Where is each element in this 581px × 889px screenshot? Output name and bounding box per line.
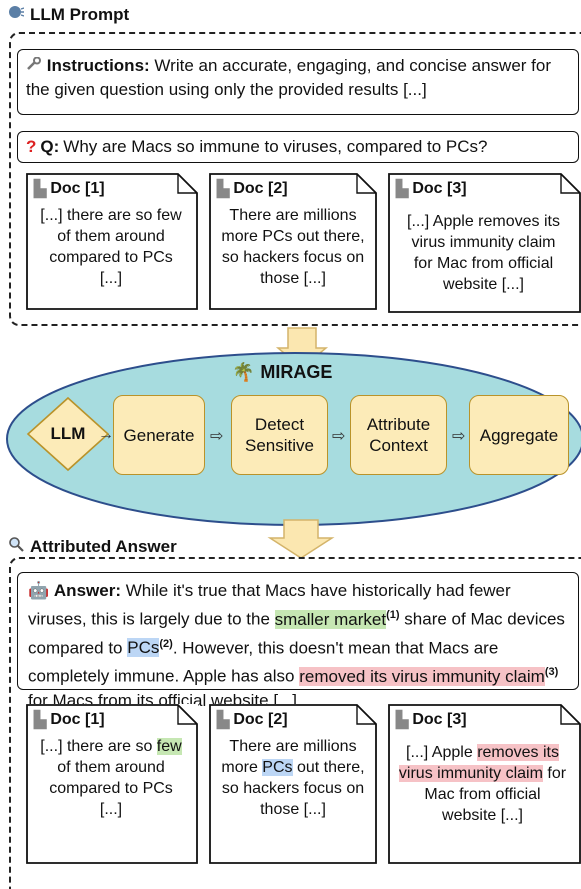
prompt-doc-3-text: [...] Apple removes its virus immunity c… <box>407 213 560 293</box>
question-label: Q: <box>40 137 60 156</box>
doc-icon: ▙ <box>396 712 409 729</box>
highlight-smaller-market: smaller market <box>274 609 387 629</box>
answer-doc-1-text: [...] there are so few of them around co… <box>40 738 182 818</box>
prompt-doc-3: ▙Doc [3] [...] Apple removes its virus i… <box>388 173 581 313</box>
llm-prompt-title: LLM Prompt <box>8 4 129 25</box>
doc-icon: ▙ <box>34 181 47 198</box>
answer-box: 🤖 Answer: While it's true that Macs have… <box>17 572 579 710</box>
citation-1: (1) <box>386 609 400 621</box>
instructions-label: Instructions: <box>46 56 150 75</box>
question-text: Why are Macs so immune to viruses, compa… <box>63 137 488 156</box>
arrow-right-icon: → <box>98 426 114 443</box>
step-attribute-context: Attribute Context <box>350 395 447 475</box>
llm-label: LLM <box>50 424 86 443</box>
question-mark-icon: ? <box>26 137 37 156</box>
answer-doc-1: ▙Doc [1] [...] there are so few of them … <box>26 704 198 864</box>
citation-2: (2) <box>159 637 173 650</box>
wrench-icon <box>26 54 42 78</box>
speaking-head-icon <box>8 4 25 25</box>
robot-icon: 🤖 <box>28 581 50 600</box>
answer-doc-2: ▙Doc [2] There are millions more PCs out… <box>209 704 377 864</box>
highlight-pcs-doc: PCs <box>262 759 293 776</box>
prompt-doc-1-text: [...] there are so few of them around co… <box>40 207 182 287</box>
highlight-pcs: PCs <box>127 638 160 658</box>
prompt-doc-2: ▙Doc [2] There are millions more PCs out… <box>209 173 377 310</box>
answer-container <box>9 557 581 889</box>
question-box: ? Q: Why are Macs so immune to viruses, … <box>17 131 579 163</box>
doc-icon: ▙ <box>396 181 409 198</box>
prompt-container <box>9 32 581 326</box>
doc-icon: ▙ <box>34 712 47 729</box>
prompt-doc-2-text: There are millions more PCs out there, s… <box>221 207 365 287</box>
arrow-right-icon: ⇨ <box>210 428 224 445</box>
arrow-right-icon: ⇨ <box>332 428 346 445</box>
highlight-removed-claim: removed its virus immunity claim <box>299 666 545 686</box>
doc-icon: ▙ <box>217 181 230 198</box>
doc-icon: ▙ <box>217 712 230 729</box>
instructions-box: Instructions: Write an accurate, engagin… <box>17 49 579 115</box>
attributed-answer-title: Attributed Answer <box>8 536 177 557</box>
step-aggregate: Aggregate <box>469 395 569 475</box>
llm-diamond <box>26 396 110 472</box>
magnifier-icon <box>8 536 24 557</box>
answer-doc-3-text: [...] Apple removes its virus immunity c… <box>398 744 567 824</box>
arrow-right-icon: ⇨ <box>452 428 466 445</box>
prompt-doc-1: ▙Doc [1] [...] there are so few of them … <box>26 173 198 310</box>
answer-doc-3: ▙Doc [3] [...] Apple removes its virus i… <box>388 704 581 864</box>
palm-tree-icon: 🌴 <box>232 362 255 382</box>
answer-doc-2-text: There are millions more PCs out there, s… <box>221 738 365 818</box>
instructions-text: Write an accurate, engaging, and concise… <box>26 56 551 99</box>
flow-arrow-down-bottom <box>267 519 335 558</box>
step-generate: Generate <box>113 395 205 475</box>
highlight-few: few <box>156 738 182 755</box>
answer-label: Answer: <box>53 581 121 600</box>
mirage-title: 🌴 MIRAGE <box>232 362 333 382</box>
citation-3: (3) <box>544 666 559 679</box>
step-detect-sensitive: Detect Sensitive <box>231 395 328 475</box>
